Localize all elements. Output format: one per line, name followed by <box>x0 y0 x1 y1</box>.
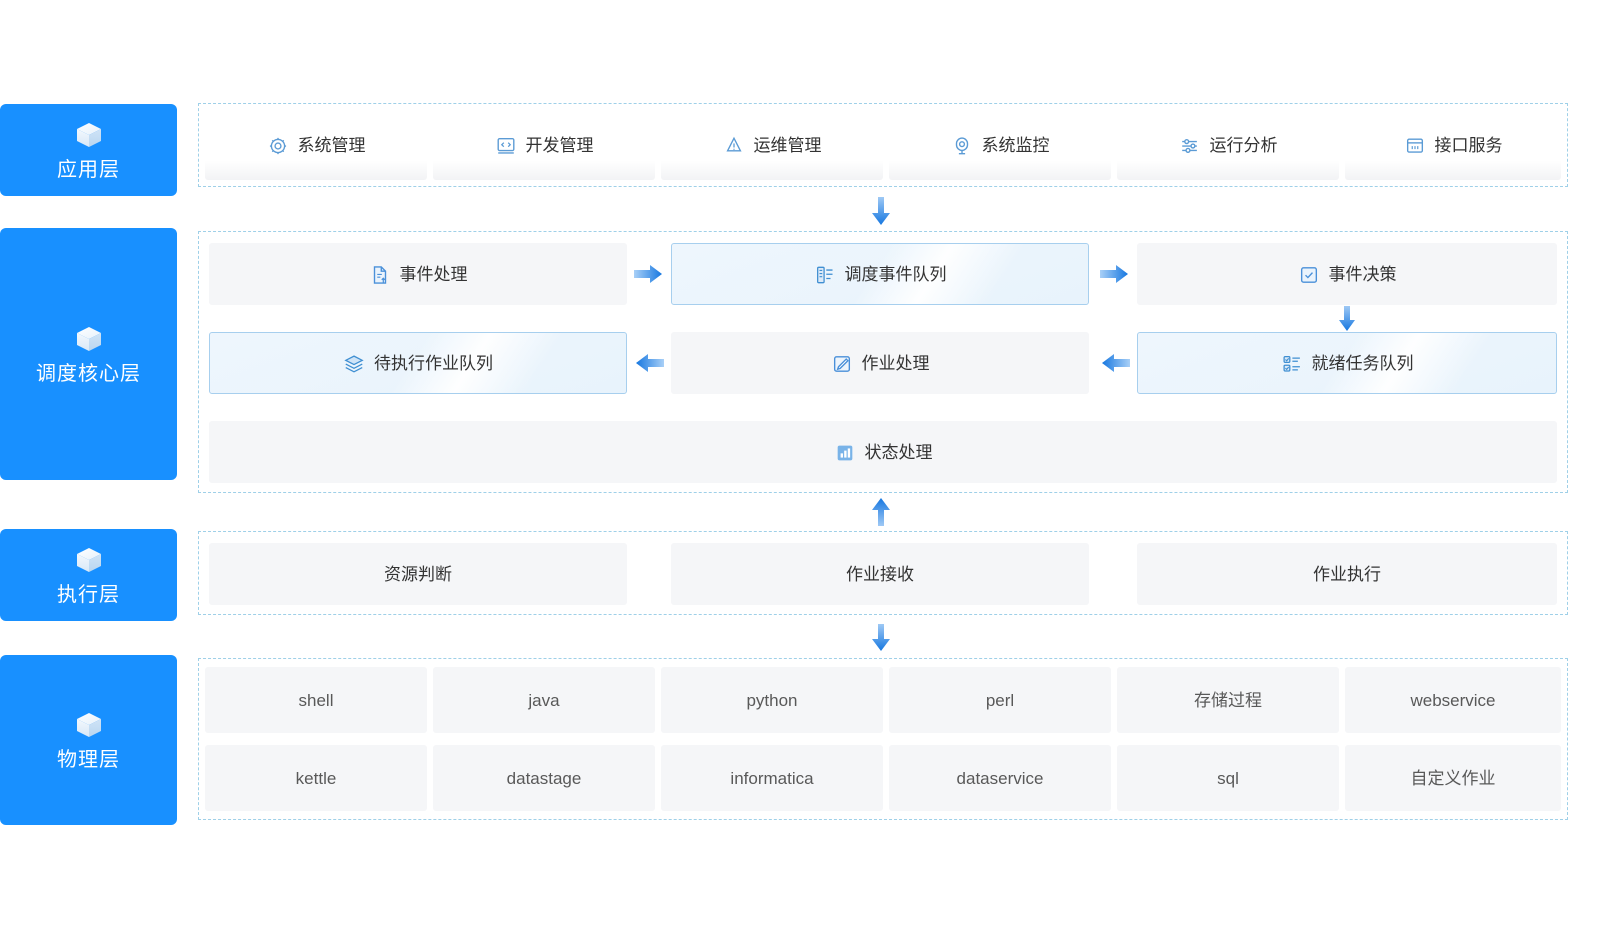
arrow-ready-to-jobproc <box>1100 352 1130 374</box>
scheduling-core-layer-zone: 事件处理 调度事件队列 事件决策 <box>198 231 1568 493</box>
cube-icon <box>72 545 106 575</box>
core-card-schedule-event-queue[interactable]: 调度事件队列 <box>671 243 1089 305</box>
exec-card-label: 作业执行 <box>1313 564 1381 584</box>
tech-card-label: informatica <box>730 768 814 788</box>
application-layer-zone: 系统管理 开发管理 运维管理 <box>198 103 1568 187</box>
app-card-label: 系统管理 <box>297 135 366 155</box>
tech-card-label: webservice <box>1410 690 1496 710</box>
tech-card-stored-procedure[interactable]: 存储过程 <box>1117 667 1339 733</box>
tech-card-shell[interactable]: shell <box>205 667 427 733</box>
core-card-pending-job-queue[interactable]: 待执行作业队列 <box>209 332 627 394</box>
layer-badge-label: 执行层 <box>57 584 120 606</box>
tech-card-label: datastage <box>506 768 582 788</box>
core-card-label: 作业处理 <box>861 353 930 373</box>
core-card-job-processing[interactable]: 作业处理 <box>671 332 1089 394</box>
tech-card-webservice[interactable]: webservice <box>1345 667 1561 733</box>
layer-badge-label: 应用层 <box>57 159 120 181</box>
tech-card-perl[interactable]: perl <box>889 667 1111 733</box>
sliders-icon <box>1179 135 1201 157</box>
layer-badge-label: 物理层 <box>57 749 120 771</box>
app-card-runtime-analysis[interactable]: 运行分析 <box>1117 110 1339 180</box>
core-card-status-processing[interactable]: 状态处理 <box>209 421 1557 483</box>
app-card-development-management[interactable]: 开发管理 <box>433 110 655 180</box>
app-card-label: 运维管理 <box>753 135 822 155</box>
queue-list-icon <box>814 264 836 286</box>
core-card-label: 就绪任务队列 <box>1311 353 1414 373</box>
tech-card-custom-job[interactable]: 自定义作业 <box>1345 745 1561 811</box>
tech-card-label: 存储过程 <box>1194 690 1262 710</box>
app-card-interface-service[interactable]: 接口服务 <box>1345 110 1561 180</box>
layer-badge-application[interactable]: 应用层 <box>0 104 177 196</box>
exec-card-label: 作业接收 <box>846 564 914 584</box>
core-card-event-decision[interactable]: 事件决策 <box>1137 243 1557 305</box>
core-card-ready-task-queue[interactable]: 就绪任务队列 <box>1137 332 1557 394</box>
tech-card-datastage[interactable]: datastage <box>433 745 655 811</box>
arrow-app-to-core <box>869 197 893 227</box>
tech-card-label: shell <box>298 690 334 710</box>
arrow-event-to-queue <box>634 263 664 285</box>
layers-icon <box>343 353 365 375</box>
arrow-execution-to-physical <box>869 624 893 652</box>
app-card-system-management[interactable]: 系统管理 <box>205 110 427 180</box>
tech-card-label: python <box>746 690 798 710</box>
app-card-operations-management[interactable]: 运维管理 <box>661 110 883 180</box>
edit-square-icon <box>831 353 853 375</box>
gear-icon <box>267 135 289 157</box>
layer-badge-execution[interactable]: 执行层 <box>0 529 177 621</box>
app-card-system-monitoring[interactable]: 系统监控 <box>889 110 1111 180</box>
tech-card-python[interactable]: python <box>661 667 883 733</box>
exec-card-label: 资源判断 <box>384 564 452 584</box>
tech-card-label: 自定义作业 <box>1410 768 1496 788</box>
checklist-icon <box>1281 353 1303 375</box>
tech-card-informatica[interactable]: informatica <box>661 745 883 811</box>
app-card-label: 系统监控 <box>981 135 1050 155</box>
execution-layer-zone: 资源判断 作业接收 作业执行 <box>198 531 1568 615</box>
tech-card-sql[interactable]: sql <box>1117 745 1339 811</box>
document-upload-icon <box>369 264 391 286</box>
arrow-jobproc-to-pending <box>634 352 664 374</box>
exec-card-job-receive[interactable]: 作业接收 <box>671 543 1089 605</box>
arrow-decision-to-ready <box>1336 306 1358 332</box>
exec-card-job-execute[interactable]: 作业执行 <box>1137 543 1557 605</box>
tech-card-dataservice[interactable]: dataservice <box>889 745 1111 811</box>
bar-chart-icon <box>834 442 856 464</box>
core-card-label: 状态处理 <box>864 442 933 462</box>
app-card-label: 运行分析 <box>1209 135 1278 155</box>
alert-cone-icon <box>723 135 745 157</box>
app-card-label: 开发管理 <box>525 135 594 155</box>
core-card-event-processing[interactable]: 事件处理 <box>209 243 627 305</box>
api-window-icon <box>1404 135 1426 157</box>
core-card-label: 事件处理 <box>399 264 468 284</box>
tech-card-kettle[interactable]: kettle <box>205 745 427 811</box>
arrow-execution-to-core <box>869 498 893 526</box>
tech-card-label: java <box>528 690 560 710</box>
tech-card-label: kettle <box>295 768 337 788</box>
tech-card-label: dataservice <box>956 768 1044 788</box>
check-square-icon <box>1298 264 1320 286</box>
app-card-label: 接口服务 <box>1434 135 1503 155</box>
core-card-label: 调度事件队列 <box>844 264 947 284</box>
cube-icon <box>72 120 106 150</box>
core-card-label: 待执行作业队列 <box>374 353 493 373</box>
tech-card-label: sql <box>1217 768 1239 788</box>
layer-badge-label: 调度核心层 <box>36 363 141 385</box>
physical-layer-zone: shell java python perl 存储过程 webservice k… <box>198 658 1568 820</box>
cube-icon <box>72 710 106 740</box>
layer-badge-physical[interactable]: 物理层 <box>0 655 177 825</box>
layer-badge-scheduling-core[interactable]: 调度核心层 <box>0 228 177 480</box>
code-window-icon <box>495 135 517 157</box>
tech-card-label: perl <box>985 690 1015 710</box>
exec-card-resource-judgement[interactable]: 资源判断 <box>209 543 627 605</box>
core-card-label: 事件决策 <box>1328 264 1397 284</box>
cube-icon <box>72 324 106 354</box>
arrow-queue-to-decision <box>1100 263 1130 285</box>
monitor-eye-icon <box>951 135 973 157</box>
tech-card-java[interactable]: java <box>433 667 655 733</box>
